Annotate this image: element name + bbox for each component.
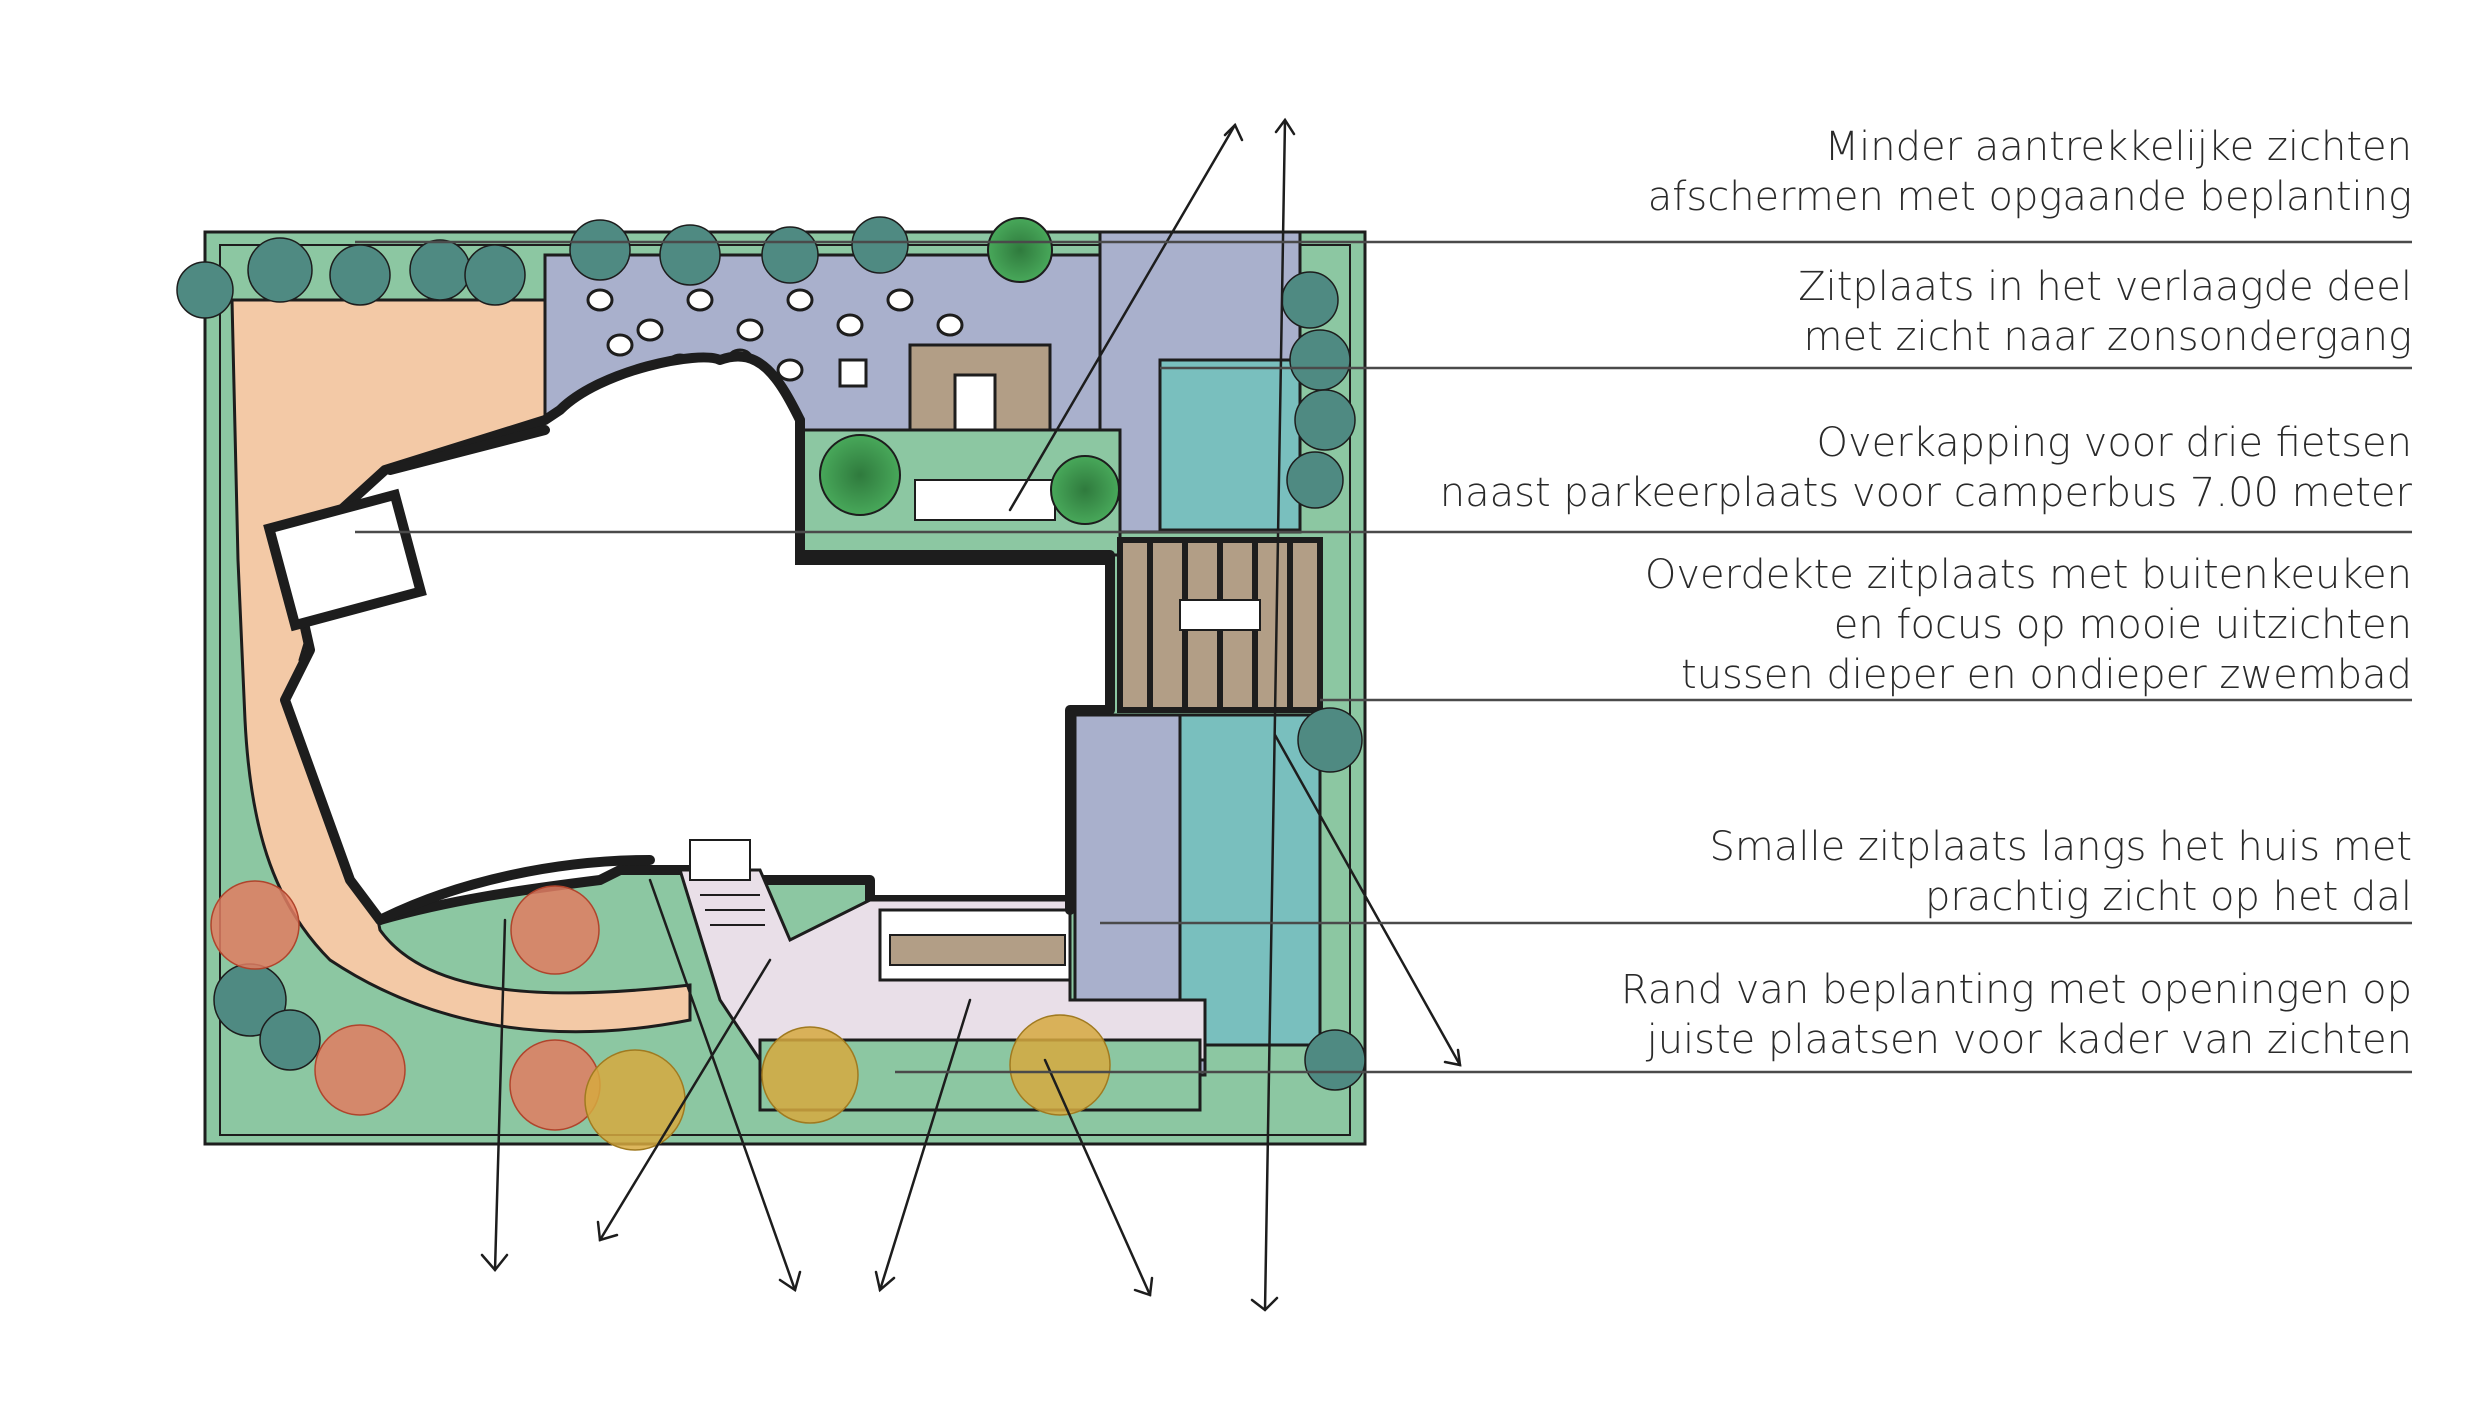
annotation-narrow-seat: Smalle zitplaats langs het huis met prac… <box>1710 822 2413 922</box>
annotation-line: tussen dieper en ondieper zwembad <box>1680 652 2412 698</box>
annotation-line: naast parkeerplaats voor camperbus 7.00 … <box>1439 470 2412 516</box>
sunken-inner <box>914 479 1056 521</box>
dining-table <box>1179 599 1261 631</box>
annotation-line: Smalle zitplaats langs het huis met <box>1709 824 2413 870</box>
hedge-outline <box>375 415 1115 925</box>
red-trees <box>210 880 601 1131</box>
view-arrows <box>480 117 1462 1312</box>
annotation-line: Zitplaats in het verlaagde deel <box>1798 264 2412 310</box>
annotation-covered-seat: Overdekte zitplaats met buitenkeuken en … <box>1645 550 2412 700</box>
annotation-line: prachtig zicht op het dal <box>1924 874 2412 920</box>
annotation-line: Overdekte zitplaats met buitenkeuken <box>1644 552 2412 598</box>
bike-shelter-box <box>263 488 427 632</box>
green-trees <box>819 217 1120 525</box>
annotation-planting-edge: Rand van beplanting met openingen op jui… <box>1621 965 2412 1065</box>
narrow-seat-deck <box>889 934 1066 966</box>
annotation-line: afschermen met opgaande beplanting <box>1647 174 2412 220</box>
leader-lines <box>355 240 2412 1074</box>
annotation-line: Rand van beplanting met openingen op <box>1620 967 2412 1013</box>
perennial-plants <box>176 216 1366 1091</box>
annotation-line: en focus op mooie uitzichten <box>1833 602 2412 648</box>
deep-pool <box>1178 713 1322 1047</box>
annotation-line: Minder aantrekkelijke zichten <box>1824 124 2412 170</box>
annotation-bike-shelter: Overkapping voor drie fietsen naast park… <box>1440 418 2412 518</box>
yellow-trees <box>584 1014 1111 1151</box>
annotation-sunken-seat: Zitplaats in het verlaagde deel met zich… <box>1798 262 2412 362</box>
annotation-line: Overkapping voor drie fietsen <box>1816 420 2413 466</box>
shallow-pool <box>1158 358 1302 532</box>
annotation-line: juiste plaatsen voor kader van zichten <box>1646 1017 2412 1063</box>
entry-steps <box>689 839 765 926</box>
annotation-screening: Minder aantrekkelijke zichten afschermen… <box>1648 122 2412 222</box>
annotation-line: met zicht naar zonsondergang <box>1803 314 2412 360</box>
